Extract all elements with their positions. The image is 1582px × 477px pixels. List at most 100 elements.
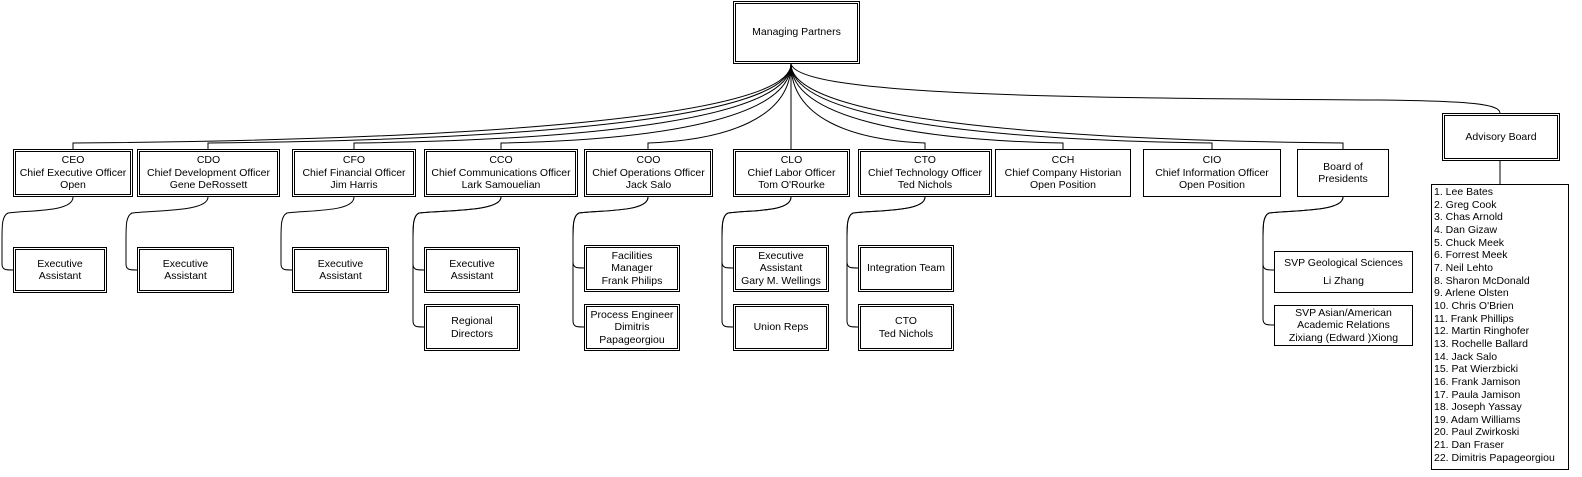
officer-name: Open Position [1179,179,1245,192]
officer-title: Chief Information Officer [1155,166,1269,179]
subordinate-line: Facilities [611,249,653,262]
officer-name: Open [60,179,86,192]
list-item: 9. Arlene Olsten [1434,287,1509,300]
subordinate-line: Executive [758,249,804,262]
officer-box-clo: CLO Chief Labor Officer Tom O'Rourke [733,149,850,197]
officer-abbrev: CFO [342,154,366,167]
list-item: 5. Chuck Meek [1434,236,1505,249]
advisory-board-label: Advisory Board [1465,130,1537,143]
connector-line [790,63,926,149]
list-item: 17. Paula Jamison [1434,388,1521,401]
officer-abbrev: CTO [914,154,936,167]
officer-name: Lark Samouelian [461,179,541,192]
subordinate-line: Zixiang (Edward )Xiong [1288,331,1399,344]
officer-name: Gene DeRossett [169,179,248,192]
subordinate-line: Gary M. Wellings [741,274,821,287]
subordinate-line: Integration Team [866,262,946,275]
officer-name: Jim Harris [330,179,378,192]
list-item: 22. Dimitris Papageorgiou [1434,451,1555,464]
connector-line [721,196,792,328]
subordinate-box-svp-geological-sciences: SVP Geological Sciences Li Zhang [1274,251,1413,293]
connector-line [1262,196,1344,326]
officer-title: Chief Operations Officer [592,166,705,179]
list-item: 13. Rochelle Ballard [1434,337,1528,350]
connector-line [647,63,792,149]
officer-title: Presidents [1318,173,1368,185]
subordinate-line: Papageorgiou [599,333,665,346]
officer-box-cdo: CDO Chief Development Officer Gene DeRos… [137,149,280,197]
list-item: 2. Greg Cook [1434,198,1497,211]
subordinate-line: Assistant [38,270,82,282]
officer-title: Chief Labor Officer [747,166,836,179]
subordinate-box-cco-regional-directors: Regional Directors [424,304,520,351]
subordinate-line: Frank Philips [601,274,663,287]
subordinate-line: Manager [611,262,653,275]
list-item: 8. Sharon McDonald [1434,274,1530,287]
officer-title: Chief Communications Officer [431,166,571,179]
subordinate-line: Assistant [164,270,207,282]
subordinate-line: Directors [450,327,493,340]
officer-title: Chief Development Officer [147,166,270,179]
connector-line [790,63,1064,149]
connector-line [1,196,74,271]
list-item: 11. Frank Phillips [1434,312,1514,325]
officer-name: Ted Nichols [897,179,953,192]
officer-abbrev: CCO [489,154,513,167]
officer-box-coo: COO Chief Operations Officer Jack Salo [584,149,713,197]
list-item: 16. Frank Jamison [1434,375,1521,388]
managing-partners-box: Managing Partners [733,1,860,64]
subordinate-line: Executive [37,257,83,270]
managing-partners-label: Managing Partners [752,26,841,39]
list-item: 7. Neil Lehto [1434,261,1493,274]
subordinate-box-svp-asian-american-academic-relations: SVP Asian/American Academic Relations Zi… [1274,305,1413,346]
subordinate-line: CTO [895,315,917,327]
officer-title: Chief Company Historian [1004,166,1122,179]
subordinate-line: Assistant [319,270,362,282]
officer-name: Jack Salo [625,179,672,192]
connector-line [572,196,649,328]
connector-line [790,63,1213,149]
subordinate-box-clo-executive-assistant: Executive Assistant Gary M. Wellings [733,245,829,292]
connector-line [72,63,792,149]
subordinate-line: Ted Nichols [878,327,934,340]
subordinate-box-coo-facilities-manager: Facilities Manager Frank Philips [584,245,680,292]
subordinate-line: Academic Relations [1297,319,1390,332]
advisory-board-box: Advisory Board [1442,113,1560,161]
subordinate-box-cfo-executive-assistant: Executive Assistant [292,247,389,293]
subordinate-box-cco-executive-assistant: Executive Assistant [424,247,520,293]
officer-abbrev: CDO [196,154,221,167]
subordinate-box-ceo-executive-assistant: Executive Assistant [13,247,107,293]
connector-line [412,196,502,328]
officer-box-cfo: CFO Chief Financial Officer Jim Harris [292,149,416,197]
connector-line [790,63,1344,149]
officer-title: Board of [1323,160,1363,173]
subordinate-line: SVP Geological Sciences [1284,257,1403,269]
subordinate-line: Regional [451,315,493,327]
subordinate-box-clo-union-reps: Union Reps [733,304,829,351]
connector-line [207,63,792,149]
officer-abbrev: COO [636,154,661,167]
subordinate-box-cto-integration-team: Integration Team [858,245,954,292]
officer-abbrev: CEO [61,154,85,167]
list-item: 1. Lee Bates [1434,186,1493,198]
officer-name: Open Position [1030,179,1096,192]
officer-box-cto: CTO Chief Technology Officer Ted Nichols [858,149,992,197]
officer-abbrev: CLO [780,154,803,167]
list-item: 6. Forrest Meek [1434,249,1508,262]
connector-line [280,196,355,271]
connector-line [790,63,1501,114]
connector-line [500,63,792,149]
officer-box-cco: CCO Chief Communications Officer Lark Sa… [424,149,578,197]
list-item: 18. Joseph Yassay [1434,401,1522,414]
officer-title: Chief Technology Officer [867,166,982,179]
list-item: 3. Chas Arnold [1434,211,1503,224]
subordinate-line: Union Reps [753,321,809,334]
officer-abbrev: CCH [1051,154,1075,167]
subordinate-line: Li Zhang [1323,274,1364,287]
officer-name: Tom O'Rourke [758,179,825,192]
subordinate-box-cto-ted-nichols: CTO Ted Nichols [858,304,954,351]
officer-title: Chief Financial Officer [302,166,406,179]
connector-line [125,196,209,271]
subordinate-line: Assistant [759,262,803,275]
